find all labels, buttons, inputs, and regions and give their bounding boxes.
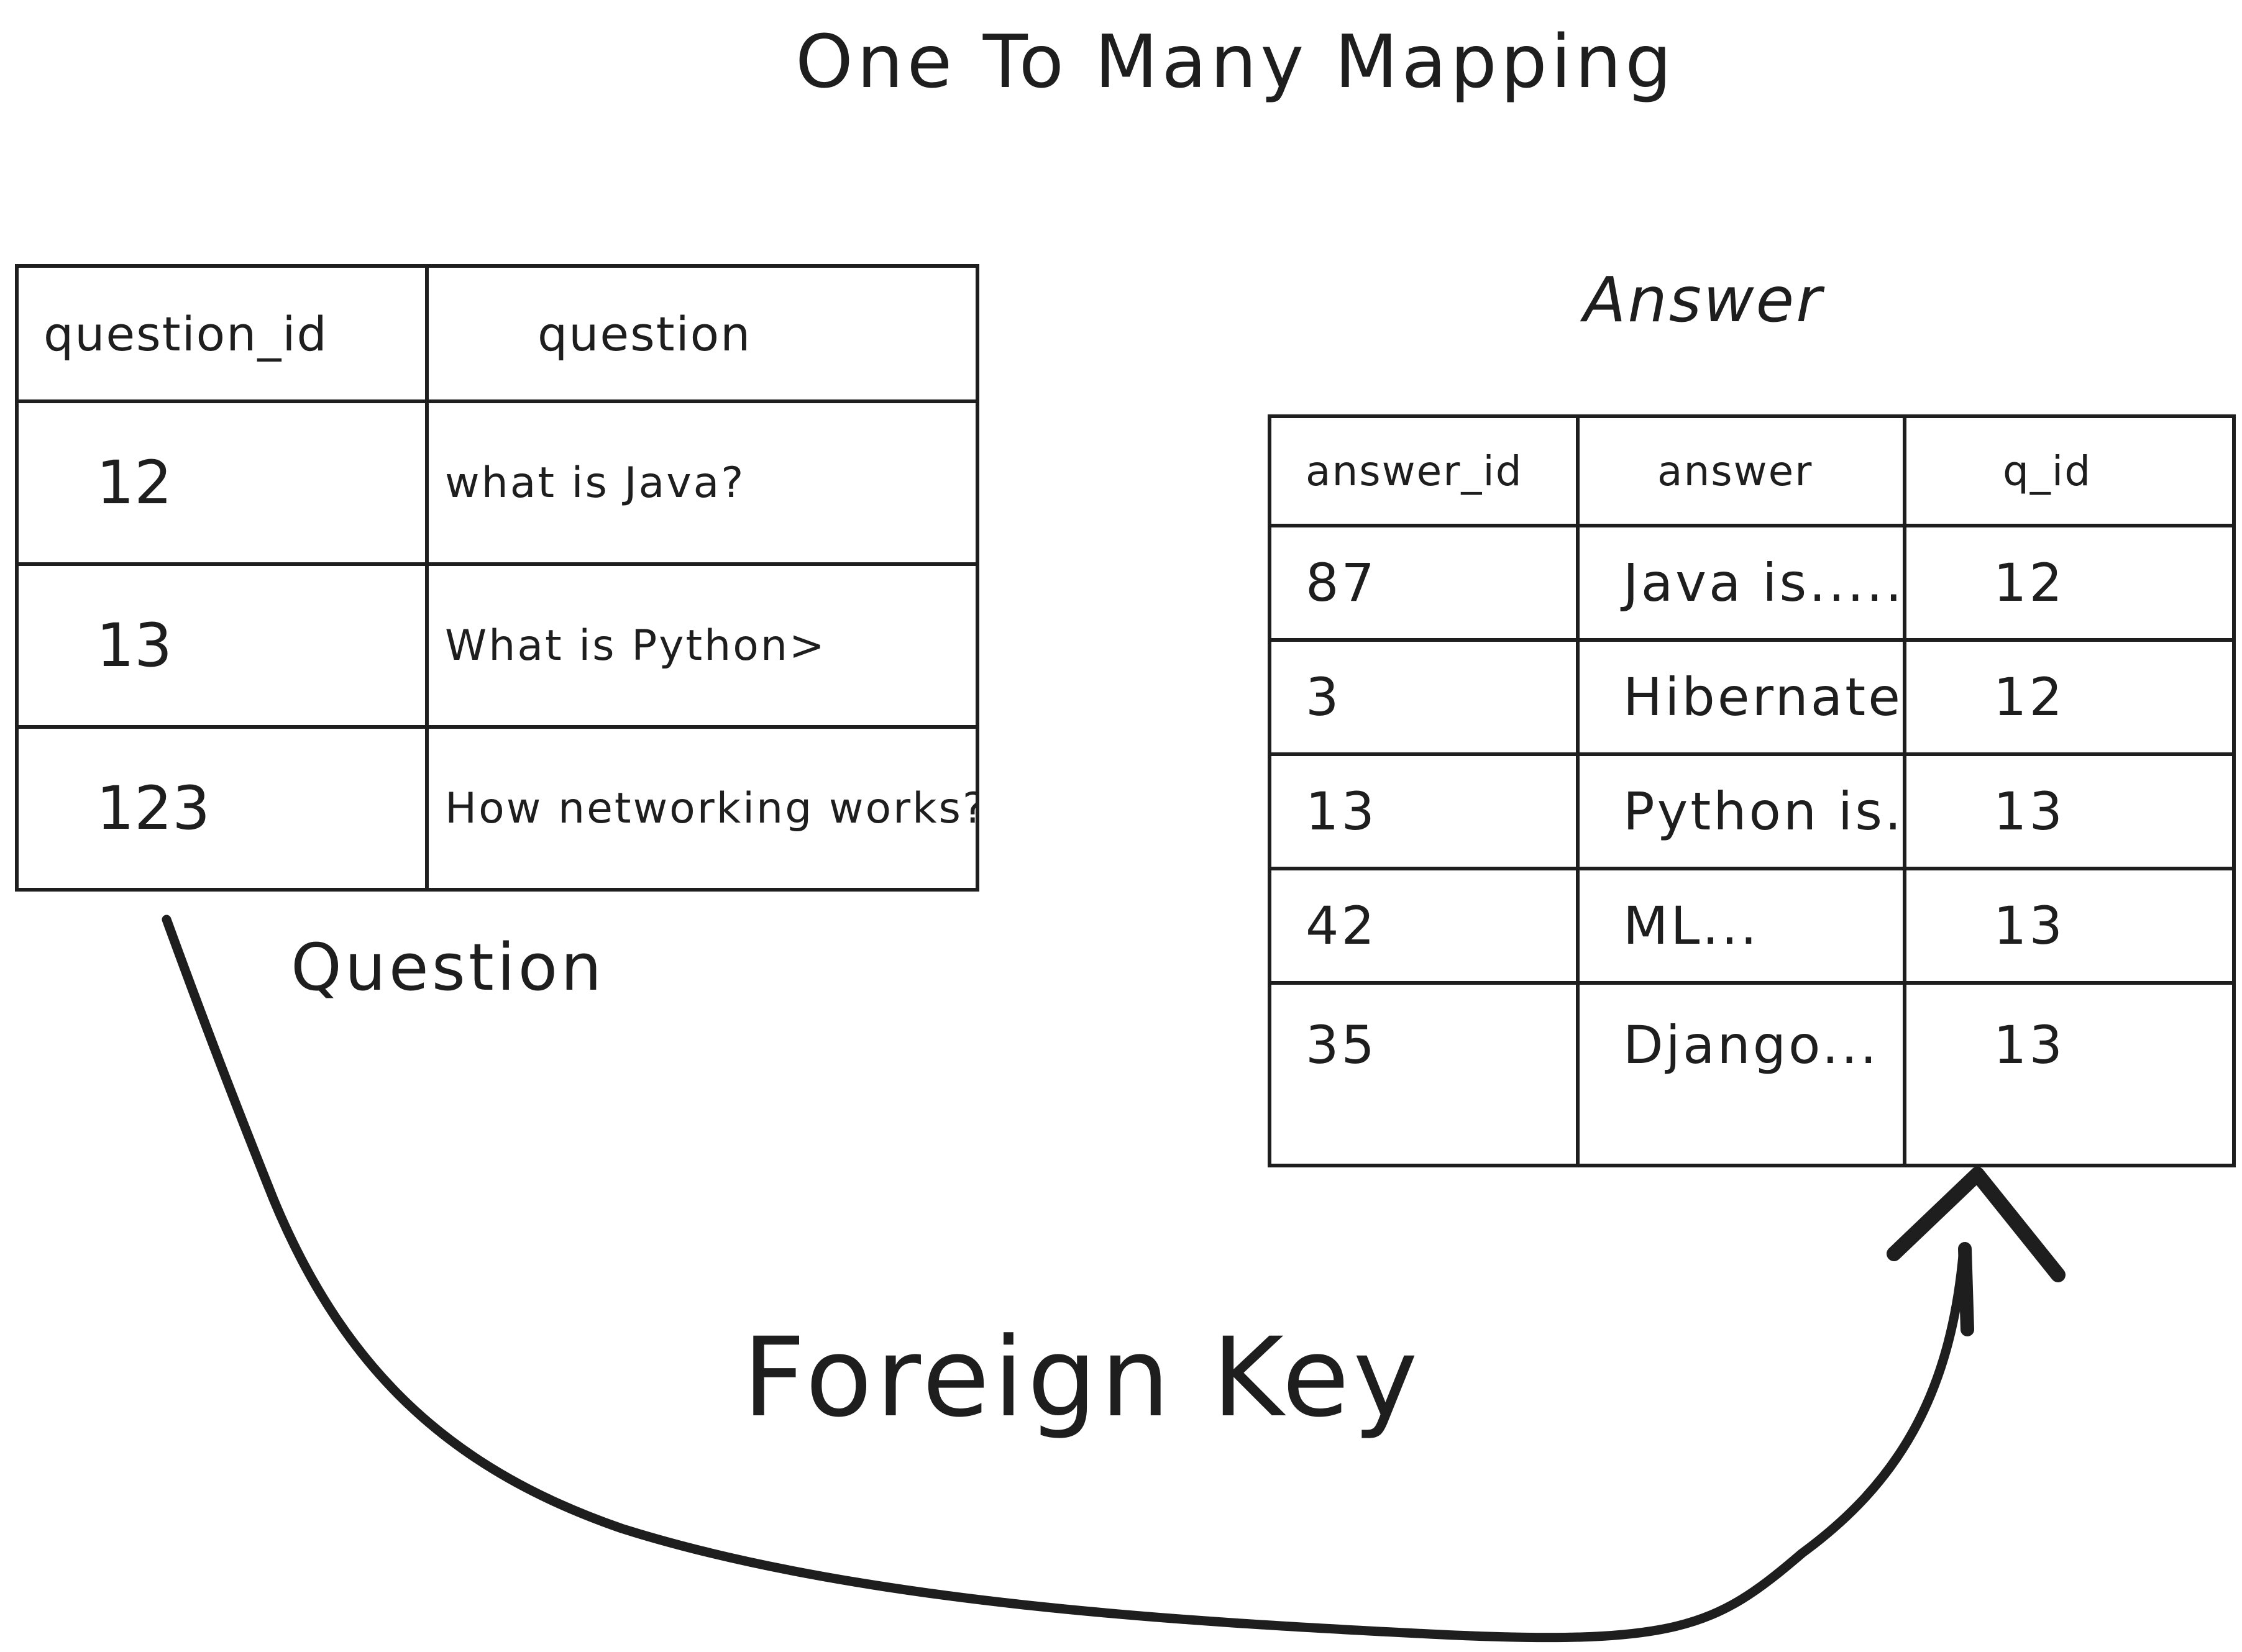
diagram-title: One To Many Mapping	[795, 19, 1676, 104]
table-row: 13 What is Python>	[15, 562, 979, 729]
q-id-cell: 13	[1903, 981, 2236, 1167]
answer-text-cell: Django...	[1576, 981, 1906, 1167]
answer-table-caption: Answer	[1583, 263, 1824, 336]
answer-text-cell: Java is.....	[1576, 524, 1906, 642]
foreign-key-arrow-shaft-tip	[1958, 1242, 1974, 1336]
q-id-cell: 12	[1903, 524, 2236, 642]
table-row: 35 Django... 13	[1268, 981, 2236, 1167]
table-row: 3 Hibernate... 12	[1268, 638, 2236, 756]
table-row: 87 Java is..... 12	[1268, 524, 2236, 642]
answer-id-cell: 87	[1268, 524, 1580, 642]
answer-text-cell: Hibernate...	[1576, 638, 1906, 756]
answer-header: answer	[1576, 414, 1906, 527]
question-table-header-row: question_id question	[15, 264, 979, 403]
question-id-cell: 12	[15, 399, 429, 566]
answer-id-cell: 42	[1268, 867, 1580, 985]
answer-id-header: answer_id	[1268, 414, 1580, 527]
foreign-key-arrowhead	[1887, 1167, 2066, 1282]
question-id-header: question_id	[15, 264, 429, 403]
answer-table: answer_id answer q_id 87 Java is..... 12…	[1268, 414, 2236, 1167]
question-table: question_id question 12 what is Java? 13…	[15, 264, 979, 892]
question-header: question	[425, 264, 979, 403]
question-text-cell: What is Python>	[425, 562, 979, 729]
answer-text-cell: Python is...	[1576, 752, 1906, 870]
question-text-cell: How networking works?	[425, 725, 979, 892]
question-id-cell: 123	[15, 725, 429, 892]
q-id-cell: 13	[1903, 752, 2236, 870]
answer-id-cell: 3	[1268, 638, 1580, 756]
q-id-header: q_id	[1903, 414, 2236, 527]
question-text-cell: what is Java?	[425, 399, 979, 566]
question-id-cell: 13	[15, 562, 429, 729]
answer-id-cell: 13	[1268, 752, 1580, 870]
table-row: 123 How networking works?	[15, 725, 979, 892]
q-id-cell: 13	[1903, 867, 2236, 985]
table-row: 12 what is Java?	[15, 399, 979, 566]
question-table-caption: Question	[291, 929, 605, 1005]
foreign-key-label: Foreign Key	[743, 1314, 1422, 1441]
answer-table-header-row: answer_id answer q_id	[1268, 414, 2236, 527]
q-id-cell: 12	[1903, 638, 2236, 756]
table-row: 13 Python is... 13	[1268, 752, 2236, 870]
answer-text-cell: ML...	[1576, 867, 1906, 985]
table-row: 42 ML... 13	[1268, 867, 2236, 985]
answer-id-cell: 35	[1268, 981, 1580, 1167]
